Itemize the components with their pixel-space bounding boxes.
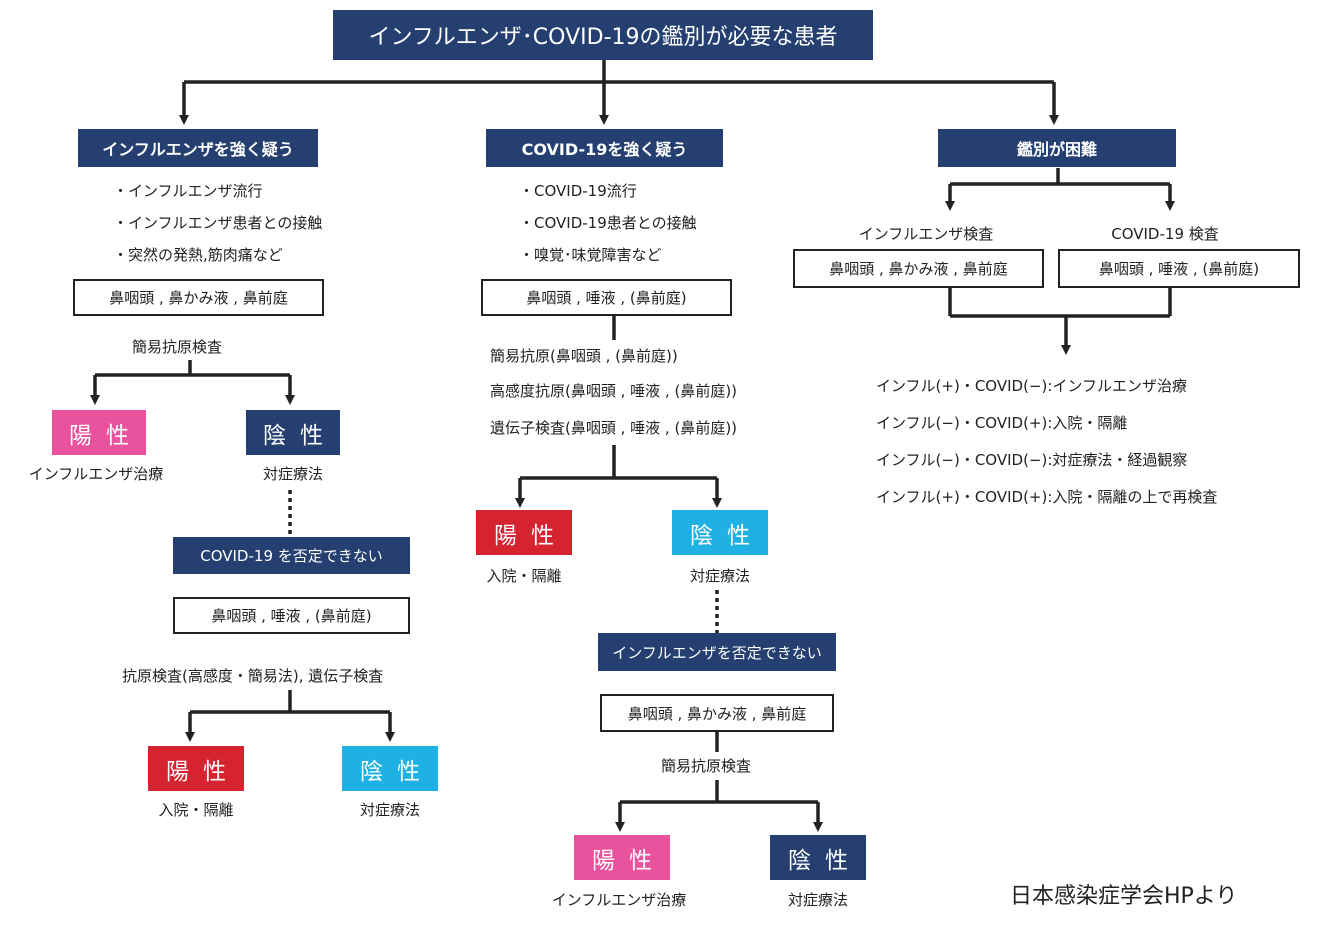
influenza-followup-positive-action: インフルエンザ治療 xyxy=(551,891,687,909)
influenza-followup-negative-action: 対症療法 xyxy=(787,891,848,909)
covid-followup-specimen-box: 鼻咽頭 , 唾液 , (鼻前庭) xyxy=(173,597,410,634)
covid-suspected-header: COVID-19を強く疑う xyxy=(486,129,723,167)
influenza-positive-action: インフルエンザ治療 xyxy=(28,465,164,483)
flowchart-title: インフルエンザ･COVID-19の鑑別が必要な患者 xyxy=(333,10,873,60)
influenza-followup-test-label: 簡易抗原検査 xyxy=(661,757,752,775)
covid-bullets: ・COVID-19流行 ・COVID-19患者との接触 ・嗅覚･味覚障害など xyxy=(519,175,697,271)
influenza-bullet: ・突然の発熱,筋肉痛など xyxy=(113,246,283,264)
combined-result-item: インフル(+)・COVID(+):入院・隔離の上で再検査 xyxy=(876,488,1218,506)
influenza-suspected-header: インフルエンザを強く疑う xyxy=(78,129,318,167)
covid-followup-negative-action: 対症療法 xyxy=(359,801,420,819)
combined-result-item: インフル(−)・COVID(+):入院・隔離 xyxy=(876,414,1128,432)
combined-result-item: インフル(+)・COVID(−):インフルエンザ治療 xyxy=(876,377,1187,395)
covid-negative-badge: 陰性 xyxy=(672,510,768,555)
covid-bullet: ・COVID-19患者との接触 xyxy=(519,214,697,232)
covid-test-antigen-sensitive: 高感度抗原(鼻咽頭 , 唾液 , (鼻前庭)) xyxy=(490,382,738,400)
influenza-followup-negative-badge: 陰性 xyxy=(770,835,866,880)
combined-results-list: インフル(+)・COVID(−):インフルエンザ治療 インフル(−)・COVID… xyxy=(876,368,1217,516)
influenza-test-specimen-box: 鼻咽頭 , 鼻かみ液 , 鼻前庭 xyxy=(793,249,1044,288)
covid-positive-badge: 陽性 xyxy=(476,510,572,555)
covid-specimen-box: 鼻咽頭 , 唾液 , (鼻前庭) xyxy=(481,279,732,316)
source-credit: 日本感染症学会HPより xyxy=(1010,884,1238,909)
influenza-bullet: ・インフルエンザ流行 xyxy=(113,182,263,200)
covid-bullet: ・嗅覚･味覚障害など xyxy=(519,246,662,264)
influenza-not-excluded-header: インフルエンザを否定できない xyxy=(598,633,836,671)
covid-followup-test-label: 抗原検査(高感度・簡易法), 遺伝子検査 xyxy=(122,667,384,685)
differentiation-difficult-header: 鑑別が困難 xyxy=(938,129,1176,167)
covid-followup-positive-action: 入院・隔離 xyxy=(158,801,234,819)
covid-test-specimen-box: 鼻咽頭 , 唾液 , (鼻前庭) xyxy=(1058,249,1300,288)
covid-test-label: COVID-19 検査 xyxy=(1111,225,1219,243)
influenza-positive-badge: 陽性 xyxy=(52,410,146,455)
influenza-bullet: ・インフルエンザ患者との接触 xyxy=(113,214,323,232)
covid-test-genetic: 遺伝子検査(鼻咽頭 , 唾液 , (鼻前庭)) xyxy=(490,419,738,437)
covid-not-excluded-header: COVID-19 を否定できない xyxy=(173,537,410,574)
influenza-followup-positive-badge: 陽性 xyxy=(574,835,670,880)
influenza-test-label: インフルエンザ検査 xyxy=(858,225,994,243)
influenza-bullets: ・インフルエンザ流行 ・インフルエンザ患者との接触 ・突然の発熱,筋肉痛など xyxy=(113,175,322,271)
influenza-negative-action: 対症療法 xyxy=(262,465,323,483)
influenza-test-label: 簡易抗原検査 xyxy=(132,338,223,356)
influenza-specimen-box: 鼻咽頭 , 鼻かみ液 , 鼻前庭 xyxy=(73,279,324,316)
covid-bullet: ・COVID-19流行 xyxy=(519,182,637,200)
combined-result-item: インフル(−)・COVID(−):対症療法・経過観察 xyxy=(876,451,1188,469)
covid-test-antigen-rapid: 簡易抗原(鼻咽頭 , (鼻前庭)) xyxy=(490,347,678,365)
covid-positive-action: 入院・隔離 xyxy=(486,567,562,585)
covid-followup-negative-badge: 陰性 xyxy=(342,746,438,791)
influenza-negative-badge: 陰性 xyxy=(246,410,340,455)
influenza-followup-specimen-box: 鼻咽頭 , 鼻かみ液 , 鼻前庭 xyxy=(600,694,834,732)
covid-negative-action: 対症療法 xyxy=(689,567,750,585)
covid-followup-positive-badge: 陽性 xyxy=(148,746,244,791)
